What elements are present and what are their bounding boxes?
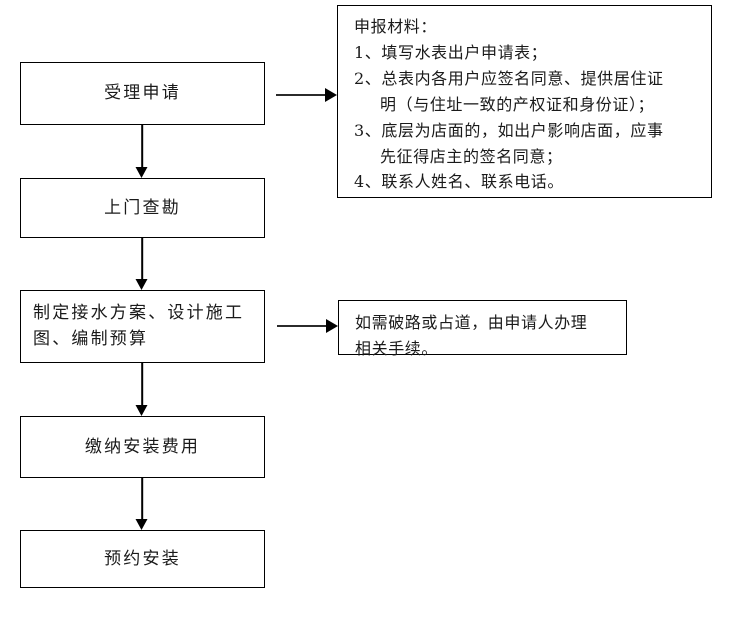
note-line: 4、联系人姓名、联系电话。 [354,172,564,192]
note-line: 如需破路或占道，由申请人办理 [355,313,588,332]
process-box-design-plan[interactable]: 制定接水方案、设计施工 图、编制预算 [20,290,265,363]
process-box-site-survey[interactable]: 上门查勘 [20,178,265,238]
note-line: 明（与住址一致的产权证和身份证）； [380,94,655,114]
note-line: 1、填写水表出户申请表； [354,42,548,62]
process-box-label: 制定接水方案、设计施工 图、编制预算 [33,303,245,350]
note-line: 申报材料： [354,17,438,36]
process-box-schedule-installation[interactable]: 预约安装 [20,530,265,588]
process-box-label: 受理申请 [104,83,181,104]
note-line: 先征得店主的签名同意； [380,146,563,166]
process-box-receive-application[interactable]: 受理申请 [20,62,265,125]
note-line: 相关手续。 [355,338,439,358]
note-box-application-materials: 申报材料： 1、填写水表出户申请表； 2、总表内各用户应签名同意、提供居住证 明… [337,5,712,198]
note-line: 2、总表内各用户应签名同意、提供居住证 [354,68,664,88]
note-box-road-excavation: 如需破路或占道，由申请人办理 相关手续。 [338,300,627,358]
process-box-label: 预约安装 [104,548,181,569]
process-box-label: 缴纳安装费用 [84,436,201,457]
process-box-label: 上门查勘 [104,197,181,218]
process-box-pay-installation-fee[interactable]: 缴纳安装费用 [20,416,265,478]
note-line: 3、底层为店面的，如出户影响店面，应事 [354,120,664,140]
